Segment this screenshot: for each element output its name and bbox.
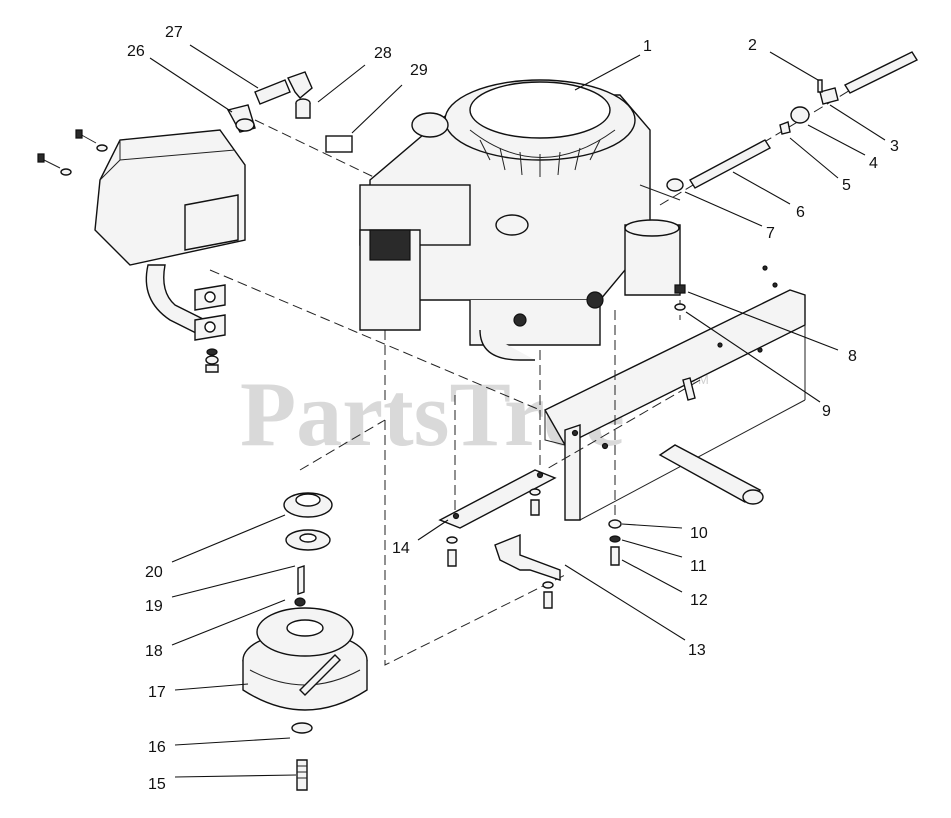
callout-27: 27: [165, 24, 183, 41]
callout-29: 29: [410, 62, 428, 79]
callout-15: 15: [148, 776, 166, 793]
engine-bolts: [674, 284, 696, 401]
rear-fasteners: [608, 519, 622, 566]
callout-10: 10: [690, 525, 708, 542]
callout-20: 20: [145, 564, 163, 581]
callout-13: 13: [688, 642, 706, 659]
callout-12: 12: [690, 592, 708, 609]
callout-9: 9: [822, 403, 831, 420]
control-rod: [666, 51, 919, 192]
tow-handle: [658, 444, 764, 505]
callout-7: 7: [766, 225, 775, 242]
brackets: [438, 469, 561, 609]
engine: [359, 79, 681, 361]
callout-4: 4: [869, 155, 878, 172]
callout-19: 19: [145, 598, 163, 615]
frame-plate: [544, 265, 806, 521]
callout-28: 28: [374, 45, 392, 62]
callout-labels: 1 2 3 4 5 6 7 8 9 10 11 12 13 14 15 16 1…: [127, 24, 899, 793]
callout-5: 5: [842, 177, 851, 194]
clutch-assembly: [242, 492, 368, 791]
callout-6: 6: [796, 204, 805, 221]
callout-16: 16: [148, 739, 166, 756]
callout-11: 11: [690, 558, 707, 575]
callout-14: 14: [392, 540, 410, 557]
callout-18: 18: [145, 643, 163, 660]
leader-lines: [149, 44, 886, 778]
callout-8: 8: [848, 348, 857, 365]
callout-3: 3: [890, 138, 899, 155]
muffler: [37, 129, 246, 373]
callout-2: 2: [748, 37, 757, 54]
callout-1: 1: [643, 38, 652, 55]
callout-26: 26: [127, 43, 145, 60]
exhaust-fittings: [226, 71, 353, 153]
callout-17: 17: [148, 684, 166, 701]
